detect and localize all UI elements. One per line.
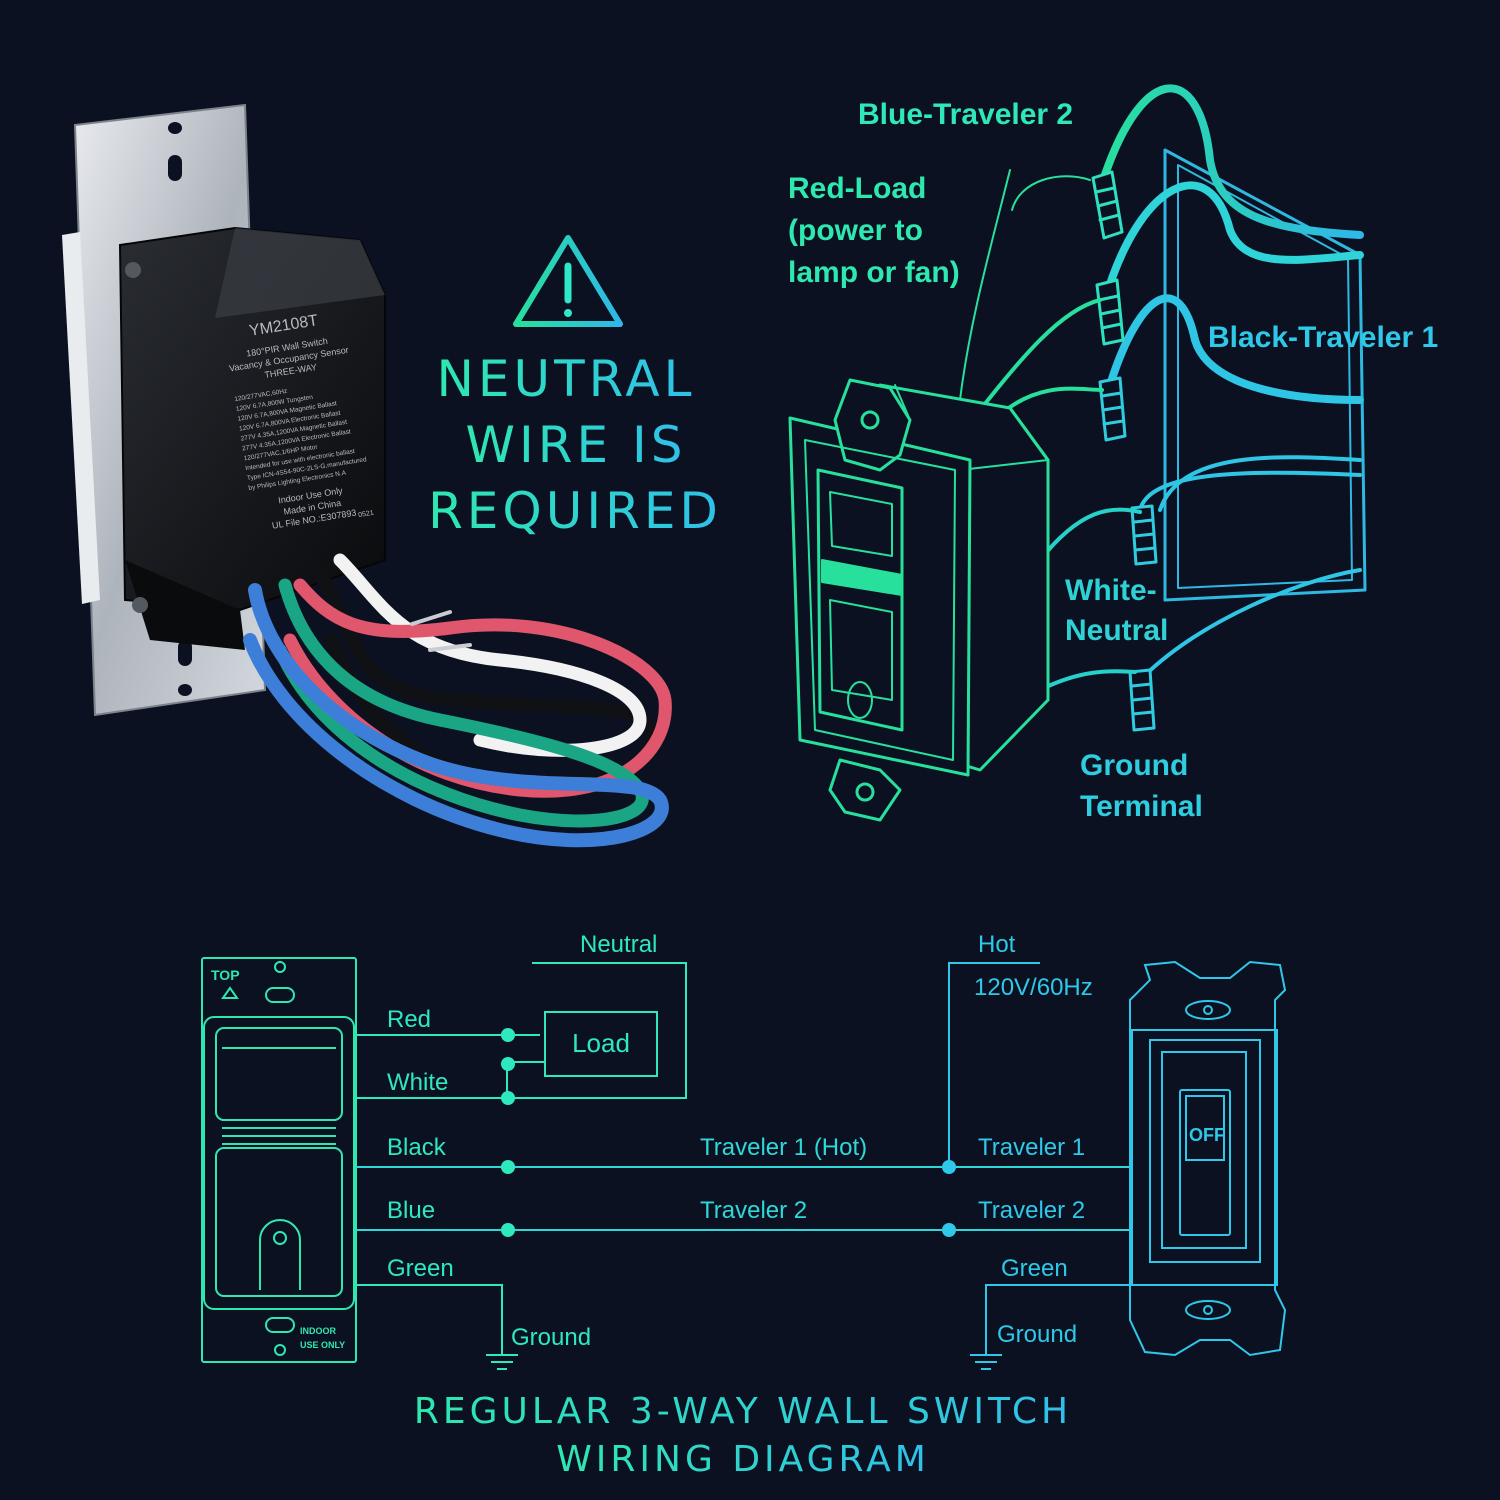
off-label: OFF bbox=[1189, 1125, 1225, 1145]
label-ground-terminal-2: Terminal bbox=[1080, 790, 1203, 823]
wire-nut-icon bbox=[1095, 278, 1125, 346]
junction-dot bbox=[501, 1057, 515, 1071]
right-green-label: Green bbox=[1001, 1255, 1068, 1282]
screw-icon bbox=[132, 597, 148, 613]
junction-dot bbox=[942, 1160, 956, 1174]
voltage-label: 120V/60Hz bbox=[974, 974, 1093, 1001]
warning-triangle-icon bbox=[513, 235, 623, 327]
installation-illustration bbox=[788, 84, 1367, 822]
wire-nut-icon bbox=[1130, 504, 1158, 566]
junction-dot bbox=[942, 1223, 956, 1237]
label-red-load-2: (power to bbox=[788, 214, 923, 247]
screw-icon bbox=[125, 262, 141, 278]
right-traveler2-label: Traveler 2 bbox=[978, 1197, 1085, 1224]
footer-line-1: REGULAR 3-WAY WALL SWITCH bbox=[414, 1391, 1072, 1432]
neutral-label: Neutral bbox=[580, 931, 657, 958]
ground-symbol-icon bbox=[486, 1354, 518, 1370]
white-wire bbox=[333, 553, 647, 757]
wall-box bbox=[1163, 148, 1367, 602]
screw-icon bbox=[855, 782, 875, 802]
junction-dot bbox=[501, 1223, 515, 1237]
warning-block: NEUTRAL WIRE IS REQUIRED bbox=[428, 235, 722, 540]
warning-line-3: REQUIRED bbox=[428, 482, 722, 540]
label-black-traveler: Black-Traveler 1 bbox=[1208, 321, 1438, 354]
arrow-up-icon bbox=[221, 986, 239, 999]
rocker-edge bbox=[62, 232, 100, 604]
traveler1-hot-label: Traveler 1 (Hot) bbox=[700, 1134, 867, 1161]
ground-label-right: Ground bbox=[997, 1321, 1077, 1348]
footer-title: REGULAR 3-WAY WALL SWITCH WIRING DIAGRAM bbox=[414, 1391, 1072, 1480]
hot-label: Hot bbox=[978, 931, 1016, 958]
footer-line-2: WIRING DIAGRAM bbox=[556, 1439, 930, 1480]
screw-icon bbox=[860, 410, 880, 430]
right-traveler1-label: Traveler 1 bbox=[978, 1134, 1085, 1161]
traveler2-label: Traveler 2 bbox=[700, 1197, 807, 1224]
junction-dot bbox=[501, 1028, 515, 1042]
product-illustration: YM2108T 180°PIR Wall Switch Vacancy & Oc… bbox=[62, 103, 672, 848]
wire-label-blue: Blue bbox=[387, 1197, 435, 1224]
label-white-neutral-2: Neutral bbox=[1065, 614, 1168, 647]
label-blue-traveler: Blue-Traveler 2 bbox=[858, 98, 1073, 131]
wire-nut-icon bbox=[1091, 170, 1124, 240]
sensor-switch-outline bbox=[201, 957, 357, 1363]
wire-nut-icon bbox=[1098, 376, 1127, 442]
wire-label-black: Black bbox=[387, 1134, 447, 1161]
blue-wire bbox=[243, 583, 669, 848]
label-white-neutral: White- bbox=[1065, 574, 1157, 607]
sensor-icon bbox=[273, 1231, 287, 1245]
wire-nut-icon bbox=[1128, 668, 1156, 732]
plate-slot-icon bbox=[168, 155, 182, 181]
label-red-load-3: lamp or fan) bbox=[788, 256, 960, 289]
schematic-labels: TOP INDOOR USE ONLY Red White Black Blue… bbox=[211, 931, 1225, 1351]
switch-plate bbox=[788, 416, 972, 777]
top-label: TOP bbox=[211, 967, 240, 983]
date-code: 0521 bbox=[358, 510, 375, 519]
wire-label-green: Green bbox=[387, 1255, 454, 1282]
installation-labels: Blue-Traveler 2 Red-Load (power to lamp … bbox=[788, 98, 1438, 823]
ground-symbol-icon bbox=[970, 1354, 1002, 1370]
junction-dot bbox=[501, 1091, 515, 1105]
warning-line-2: WIRE IS bbox=[466, 416, 687, 474]
load-box bbox=[544, 1011, 658, 1077]
schematic bbox=[201, 957, 1287, 1370]
ground-label-left: Ground bbox=[511, 1324, 591, 1351]
plate-hole-icon bbox=[168, 122, 182, 134]
wire-bundle bbox=[243, 553, 672, 848]
plate-hole-icon bbox=[178, 684, 192, 696]
plate-slot-icon bbox=[178, 640, 192, 666]
sensor-icon bbox=[847, 681, 873, 719]
label-red-load: Red-Load bbox=[788, 172, 926, 205]
junction-dot bbox=[501, 1160, 515, 1174]
indoor-label: INDOOR bbox=[300, 1326, 337, 1336]
wire-label-red: Red bbox=[387, 1006, 431, 1033]
load-label: Load bbox=[572, 1028, 630, 1058]
indoor-label-2: USE ONLY bbox=[300, 1340, 345, 1350]
warning-line-1: NEUTRAL bbox=[437, 350, 696, 408]
wire-label-white: White bbox=[387, 1069, 448, 1096]
label-ground-terminal: Ground bbox=[1080, 749, 1188, 782]
toggle-switch-outline bbox=[1129, 960, 1287, 1357]
